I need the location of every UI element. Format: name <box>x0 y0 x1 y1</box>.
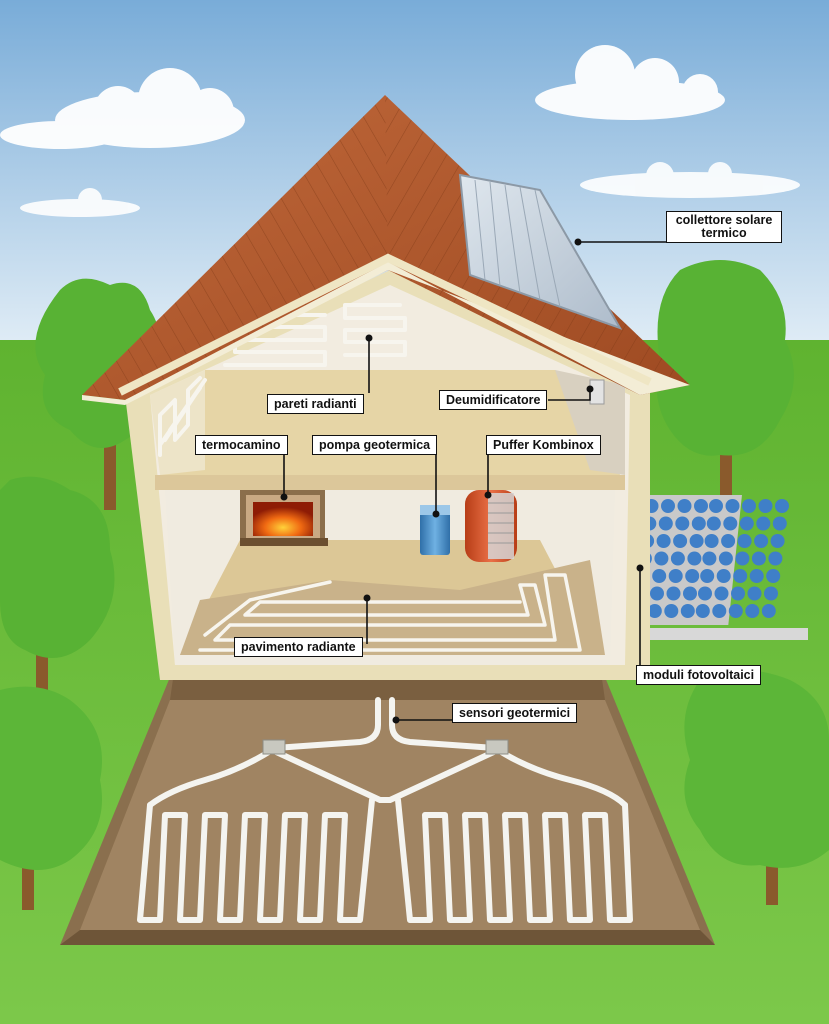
label-solar-collector-line2: termico <box>701 226 747 240</box>
pv-cell <box>735 551 750 566</box>
pv-cell <box>664 604 679 618</box>
pv-cell <box>768 551 783 566</box>
pv-cell <box>766 569 781 583</box>
pv-cell <box>775 499 789 513</box>
pv-cell <box>718 551 733 566</box>
pv-cell <box>668 569 683 583</box>
leader-lines <box>283 241 668 721</box>
pv-cell <box>704 534 719 548</box>
pv-cell <box>764 586 778 601</box>
pv-cell <box>673 534 688 548</box>
pv-cell <box>772 516 787 531</box>
pv-cell <box>714 586 729 601</box>
pv-cell <box>742 499 756 513</box>
pv-cell <box>694 499 708 513</box>
pv-cell <box>652 569 667 583</box>
label-geothermal-pump: pompa geotermica <box>312 435 438 455</box>
pv-cell <box>716 569 731 583</box>
pv-cell <box>658 516 673 531</box>
geothermal-pump <box>420 505 450 555</box>
pv-cell <box>712 604 727 618</box>
pv-cell <box>702 551 717 566</box>
pv-cell <box>675 516 690 531</box>
pv-cell <box>725 499 740 513</box>
radiant-floor-pipes <box>198 573 582 652</box>
pv-cell <box>689 534 704 548</box>
label-radiant-walls: pareti radianti <box>267 394 364 414</box>
pv-cell <box>661 499 675 513</box>
dehumidifier <box>589 379 605 405</box>
label-dehumidifier: Deumidificatore <box>439 390 548 410</box>
pv-cell <box>687 551 702 566</box>
geothermal-pipes <box>137 697 633 923</box>
pv-cell <box>654 551 669 566</box>
pv-cell <box>647 604 662 618</box>
pv-cell <box>745 604 760 618</box>
ceiling-slab <box>155 475 625 490</box>
puffer-tank <box>465 490 517 562</box>
pv-cell <box>680 604 695 618</box>
pv-cell <box>656 534 671 548</box>
pv-cell <box>749 569 764 583</box>
pv-cell <box>666 586 681 601</box>
pv-cell <box>731 586 745 601</box>
leader-dots <box>280 238 644 724</box>
pv-cell <box>700 569 715 583</box>
label-geothermal-sensors: sensori geotermici <box>452 703 578 723</box>
label-fireplace: termocamino <box>195 435 288 455</box>
pv-cell <box>739 516 754 531</box>
pv-cell <box>650 586 664 601</box>
pv-cell <box>758 499 773 513</box>
pv-cell <box>770 534 785 548</box>
pv-cell <box>754 534 769 548</box>
label-solar-collector: collettore solare termico <box>666 211 782 243</box>
solar-collector <box>458 173 623 330</box>
pv-cell <box>733 569 748 583</box>
pv-cell <box>751 551 766 566</box>
pv-cell <box>737 534 752 548</box>
pv-cell <box>691 516 706 531</box>
pv-cell <box>695 604 710 618</box>
pv-cell <box>670 551 685 566</box>
pv-cell <box>723 516 738 531</box>
pv-cell <box>706 516 721 531</box>
label-radiant-floor: pavimento radiante <box>234 637 363 657</box>
pv-cell <box>747 586 762 601</box>
trees-right <box>656 260 829 905</box>
pv-cell <box>698 586 712 601</box>
pv-cell <box>685 569 700 583</box>
pv-cell <box>721 534 736 548</box>
clouds <box>0 45 800 217</box>
label-solar-collector-line1: collettore solare <box>675 213 773 227</box>
pv-cell <box>709 499 723 513</box>
label-pv-modules: moduli fotovoltaici <box>636 665 762 685</box>
label-puffer: Puffer Kombinox <box>486 435 601 455</box>
pv-cell <box>683 586 697 601</box>
pipe-junctions <box>262 739 509 755</box>
pv-cell <box>761 604 776 618</box>
pv-cell <box>756 516 771 531</box>
pv-cell <box>677 499 692 513</box>
pv-cell <box>728 604 743 618</box>
